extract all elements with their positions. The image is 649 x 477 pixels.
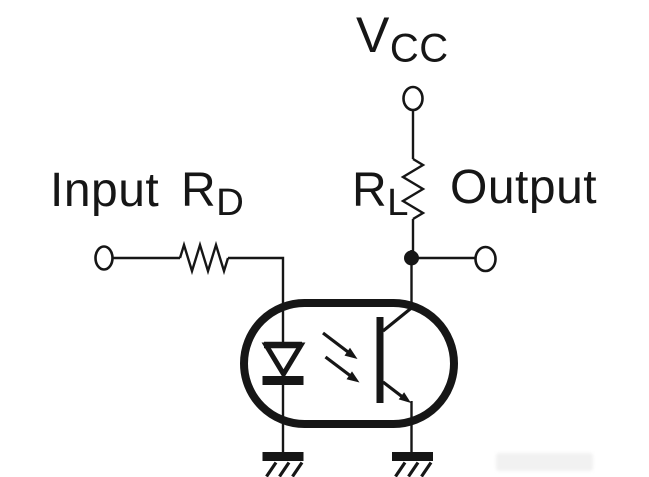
- vcc-label-base: V: [356, 7, 390, 63]
- wire-rd-to-led: [228, 256, 285, 345]
- vcc-label-sub: CC: [389, 26, 449, 71]
- output-junction-dot: [404, 250, 419, 266]
- rd-label: RD: [181, 167, 244, 223]
- watermark-remnant: [496, 453, 593, 471]
- vcc-terminal-icon: [402, 85, 424, 112]
- input-terminal-icon: [94, 245, 114, 271]
- rd-label-base: R: [181, 164, 217, 217]
- rl-label-base: R: [352, 164, 388, 217]
- rd-label-sub: D: [216, 181, 245, 225]
- led-icon: [261, 341, 306, 453]
- light-arrows-icon: [322, 331, 360, 383]
- ground-right-icon: [392, 452, 433, 477]
- rl-label-sub: L: [387, 181, 410, 225]
- rl-resistor-icon: [400, 157, 426, 221]
- rl-label: RL: [352, 167, 409, 223]
- rd-resistor-icon: [178, 240, 230, 276]
- vcc-label: VCC: [356, 10, 449, 69]
- ground-left-icon: [262, 452, 304, 477]
- input-label-text: Input: [50, 164, 160, 217]
- output-label: Output: [450, 164, 597, 212]
- output-label-text: Output: [450, 161, 598, 214]
- optocoupler-body-icon: [240, 299, 458, 428]
- output-terminal-icon: [474, 245, 497, 273]
- input-label: Input: [50, 167, 159, 215]
- phototransistor-icon: [376, 306, 414, 403]
